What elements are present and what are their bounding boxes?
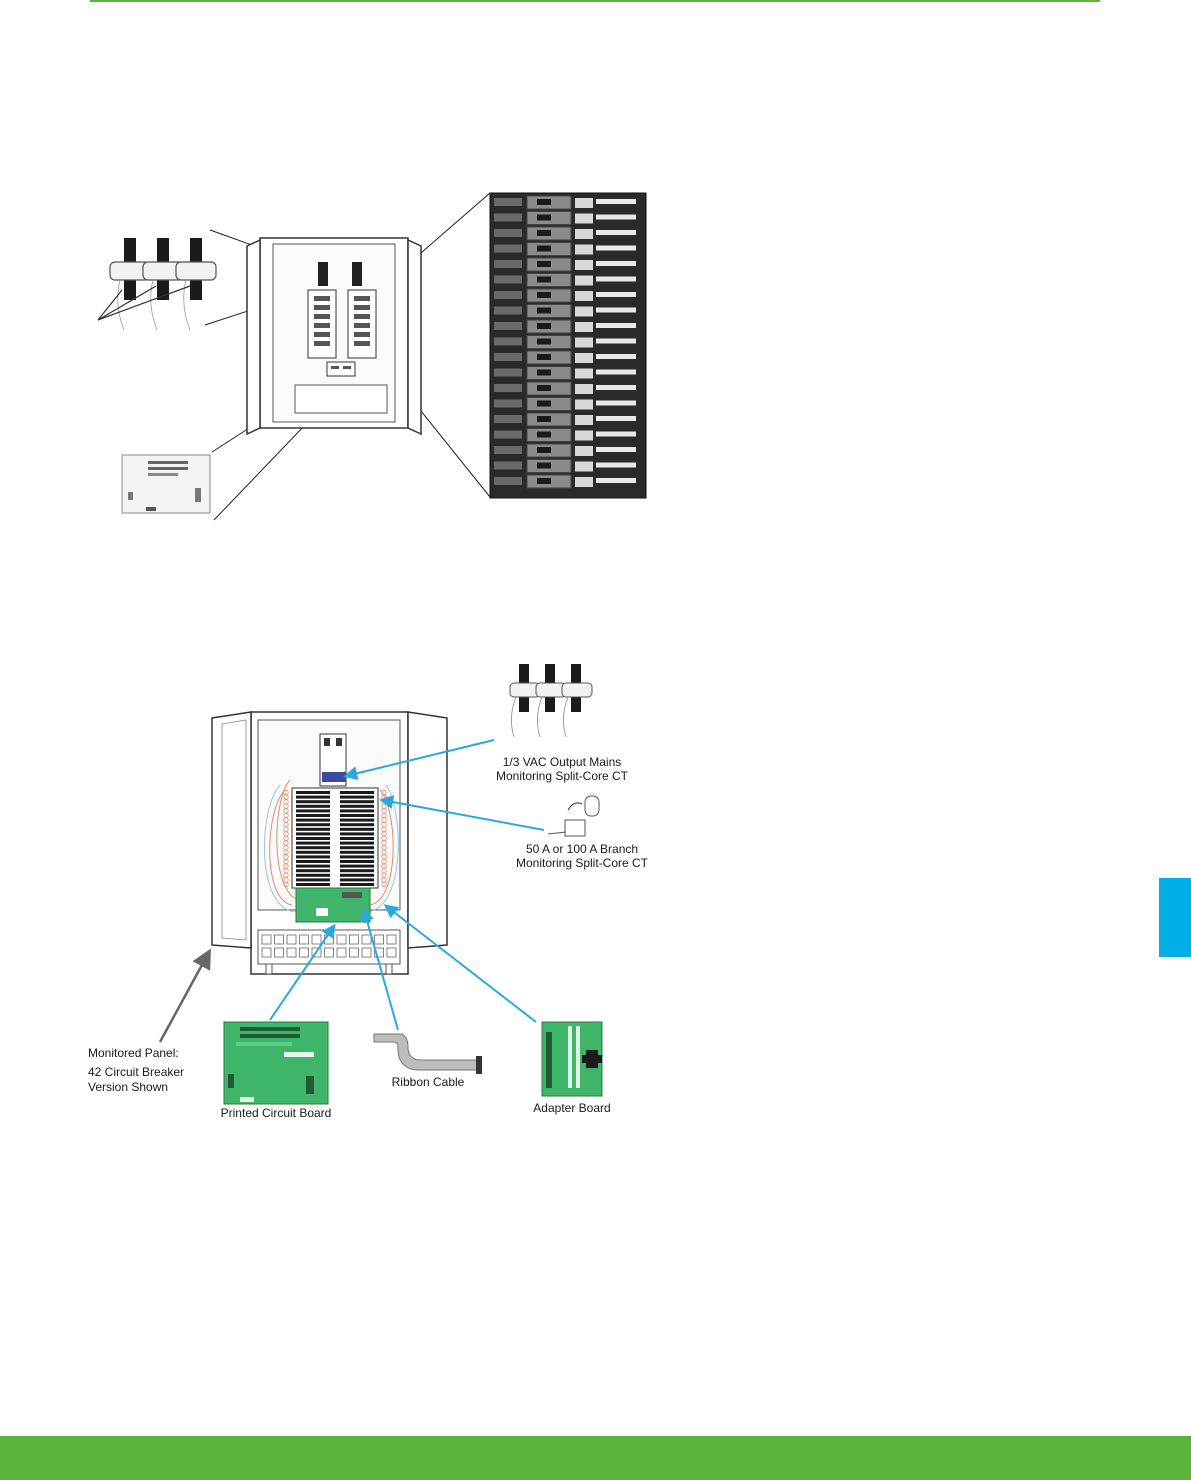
pcb-illustration-top: [121, 454, 211, 514]
bottom-diagram: 1/3 VAC Output Mains Monitoring Split-Co…: [88, 664, 649, 1120]
adapter-board-label: Adapter Board: [533, 1101, 610, 1115]
branch-ct-label-line1: 50 A or 100 A Branch: [526, 842, 638, 856]
pcb-label: Printed Circuit Board: [221, 1106, 332, 1120]
breaker-photo: [489, 192, 647, 499]
footer-bar: [0, 1436, 1191, 1480]
top-rule: [90, 0, 1100, 2]
cabinet-top: [246, 237, 422, 436]
monitored-panel-label-line1: Monitored Panel:: [88, 1046, 179, 1060]
top-diagram: [97, 192, 647, 521]
adapter-board-illustration: [541, 1021, 603, 1097]
ribbon-cable-illustration: [373, 1033, 482, 1074]
branch-ct-label-line2: Monitoring Split-Core CT: [516, 856, 649, 870]
mains-ct-label-line2: Monitoring Split-Core CT: [496, 769, 629, 783]
breaker-stack: [283, 787, 387, 889]
mains-ct-illustration: [509, 664, 593, 738]
ribbon-cable-label: Ribbon Cable: [392, 1075, 465, 1089]
mains-ct-label-line1: 1/3 VAC Output Mains: [503, 755, 622, 769]
monitored-panel-label-line3: Version Shown: [88, 1080, 168, 1094]
monitored-panel-label-line2: 42 Circuit Breaker: [88, 1065, 184, 1079]
branch-ct-illustration: [547, 795, 600, 837]
mains-ct-illustration-top: [97, 238, 217, 331]
printed-circuit-board-illustration: [223, 1021, 329, 1105]
section-tab: [1159, 878, 1191, 957]
